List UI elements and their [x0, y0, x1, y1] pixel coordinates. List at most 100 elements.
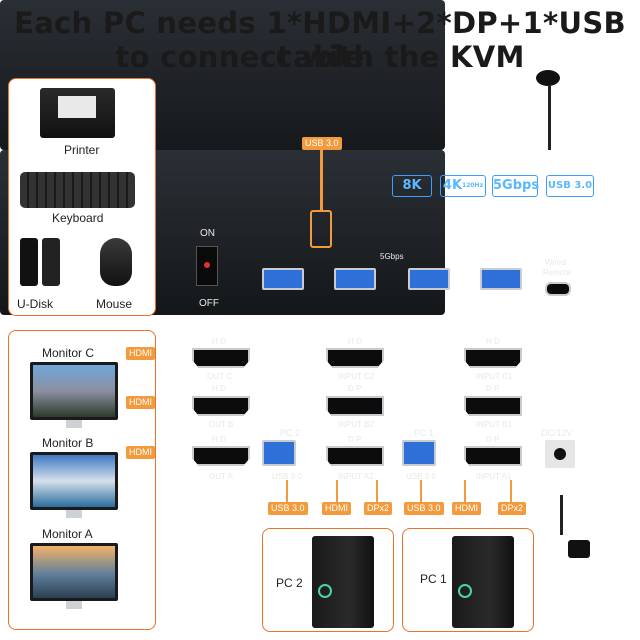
out-a-hd: H D	[212, 435, 226, 444]
out-b-label: OUT B	[209, 420, 234, 429]
keyboard-image	[20, 172, 135, 208]
keyboard-label: Keyboard	[52, 211, 104, 225]
input-a2-label: INPUT A2	[338, 472, 374, 481]
switch-off-label: OFF	[199, 298, 219, 309]
badge-usb30: USB 3.0	[546, 175, 594, 197]
wired-remote-cable	[548, 85, 551, 150]
switch-on-label: ON	[200, 228, 215, 239]
wire-pc2-usb	[286, 480, 288, 502]
monitor-b-stand	[66, 510, 82, 518]
input-a2-port[interactable]	[326, 446, 384, 466]
out-c-hd: H D	[212, 337, 226, 346]
input-c1-label: INPUT C1	[476, 372, 513, 381]
wired-remote-label-1: Wired	[545, 258, 566, 267]
pc1-hdmi-tag: HDMI	[452, 502, 481, 515]
hdmi-tag-out-a: HDMI	[126, 446, 155, 459]
input-a1-dp: D P	[486, 435, 500, 444]
udisk-image-2	[42, 238, 60, 286]
dc-hole	[554, 448, 566, 460]
dc-cable	[560, 495, 563, 535]
wire-pc1-dp	[510, 480, 512, 502]
monitor-a-label: Monitor A	[42, 527, 93, 541]
input-a1-label: INPUT A1	[476, 472, 512, 481]
pc2-usb-port[interactable]	[262, 440, 296, 466]
power-adapter	[568, 540, 590, 558]
usb-plug-outline	[310, 210, 332, 248]
pc2-hdmi-tag: HDMI	[322, 502, 351, 515]
monitor-a-image	[30, 543, 118, 601]
pc1-fan-icon	[458, 584, 472, 598]
monitor-c-stand	[66, 420, 82, 428]
wire-pc1-usb	[420, 480, 422, 502]
mouse-label: Mouse	[96, 297, 133, 311]
monitor-c-image	[30, 362, 118, 420]
usb-cable-top	[320, 150, 323, 212]
input-c2-label: INPUT C2	[338, 372, 375, 381]
hdmi-out-a-port[interactable]	[192, 446, 250, 466]
front-usb-port-1[interactable]	[262, 268, 304, 290]
out-b-hd: H D	[212, 384, 226, 393]
input-c2-hd: H D	[348, 337, 362, 346]
monitor-b-label: Monitor B	[42, 436, 94, 450]
pc1-tower	[452, 536, 514, 628]
input-b2-port[interactable]	[326, 396, 384, 416]
wire-pc1-hdmi	[464, 480, 466, 502]
printer-label: Printer	[64, 143, 100, 157]
wired-remote-port[interactable]	[545, 282, 571, 296]
pc2-usb-label: USB 3.0	[272, 472, 302, 481]
monitor-c-label: Monitor C	[42, 346, 95, 360]
pc1-usb-label: USB 3.0	[406, 472, 436, 481]
pc1-label: PC 1	[420, 572, 447, 586]
pc2-usb-tag: USB 3.0	[268, 502, 308, 515]
headline-line-1: Each PC needs 1*HDMI+2*DP+1*USB cable	[14, 6, 626, 74]
mouse-image	[100, 238, 132, 286]
wired-remote-button	[536, 70, 560, 86]
printer-paper	[58, 96, 96, 118]
front-usb-port-3[interactable]	[408, 268, 450, 290]
pc2-group-label: PC 2	[280, 428, 301, 438]
front-usb-port-2[interactable]	[334, 268, 376, 290]
pc2-tower	[312, 536, 374, 628]
usb-speed-label: 5Gbps	[380, 252, 404, 261]
out-a-label: OUT A	[209, 472, 233, 481]
usb30-tag-top: USB 3.0	[302, 137, 342, 150]
dc-label: DC/12V	[541, 428, 573, 438]
badge-4k-text: 4K	[442, 178, 463, 193]
input-a2-dp: D P	[348, 435, 362, 444]
input-c1-port[interactable]	[464, 348, 522, 368]
monitor-a-stand	[66, 601, 82, 609]
wire-pc2-hdmi	[336, 480, 338, 502]
badge-5gbps: 5Gbps	[492, 175, 539, 197]
input-b1-port[interactable]	[464, 396, 522, 416]
headline-line-2: to connect with the KVM	[115, 40, 525, 74]
input-b1-dp: D P	[486, 384, 500, 393]
udisk-image-1	[20, 238, 38, 286]
hdmi-out-c-port[interactable]	[192, 348, 250, 368]
udisk-label: U-Disk	[17, 297, 53, 311]
power-indicator	[204, 262, 210, 268]
pc2-dp-tag: DPx2	[364, 502, 393, 515]
hdmi-tag-out-b: HDMI	[126, 396, 155, 409]
input-c2-port[interactable]	[326, 348, 384, 368]
pc2-label: PC 2	[276, 576, 303, 590]
input-a1-port[interactable]	[464, 446, 522, 466]
input-b1-label: INPUT B1	[476, 420, 512, 429]
pc1-dp-tag: DPx2	[498, 502, 527, 515]
wire-pc2-dp	[376, 480, 378, 502]
pc1-usb-port[interactable]	[402, 440, 436, 466]
input-b2-dp: D P	[348, 384, 362, 393]
badge-4k: 4K120Hz	[440, 175, 486, 197]
wired-remote-label-2: Remote	[543, 268, 572, 277]
badge-8k: 8K	[392, 175, 432, 197]
badge-4k-sub: 120Hz	[462, 182, 484, 189]
pc1-usb-tag: USB 3.0	[404, 502, 444, 515]
front-usb-port-4[interactable]	[480, 268, 522, 290]
pc1-group-label: PC 1	[414, 428, 435, 438]
pc2-fan-icon	[318, 584, 332, 598]
input-c1-hd: H D	[486, 337, 500, 346]
hdmi-out-b-port[interactable]	[192, 396, 250, 416]
hdmi-tag-out-c: HDMI	[126, 347, 155, 360]
input-b2-label: INPUT B2	[338, 420, 374, 429]
out-c-label: OUT C	[207, 372, 232, 381]
monitor-b-image	[30, 452, 118, 510]
